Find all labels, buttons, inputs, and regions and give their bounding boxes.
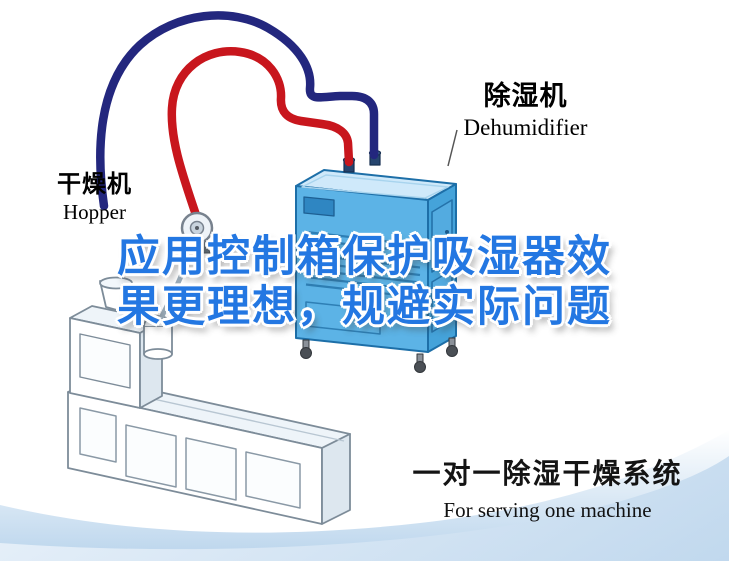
dehumidifier-label-cn: 除湿机: [483, 81, 568, 111]
control-panel: [303, 196, 335, 217]
headline: 应用控制箱保护吸湿器效 果更理想，规避实际问题: [0, 233, 729, 333]
supply-air-pipe: [167, 47, 354, 220]
hopper-label-cn: 干燥机: [57, 171, 132, 198]
vent-grille: [305, 230, 421, 299]
access-hatch: [305, 301, 381, 335]
hopper-funnel: [99, 276, 133, 313]
hopper-label-en: Hopper: [63, 200, 126, 224]
headline-line1: 应用控制箱保护吸湿器效: [117, 233, 612, 281]
side-doors: [431, 199, 453, 333]
caption-cn: 一对一除湿干燥系统: [412, 458, 683, 489]
panel-doors: [79, 407, 301, 509]
background-wave: [0, 430, 729, 561]
return-air-pipe: [96, 11, 379, 211]
dehumidifier-unit: [295, 149, 458, 373]
headline-line2: 果更理想，规避实际问题: [117, 282, 612, 331]
extruder-machine: [67, 276, 351, 525]
hopper-label: 干燥机 Hopper: [42, 164, 147, 225]
label-pointer-line: [447, 129, 458, 167]
machine-body-side: [321, 433, 351, 525]
caster-wheels: [300, 337, 458, 373]
caption-en: For serving one machine: [443, 498, 652, 522]
caption: 一对一除湿干燥系统 For serving one machine: [390, 452, 705, 523]
dehumidifier-label: 除湿机 Dehumidifier: [438, 74, 613, 141]
dehumidifier-label-en: Dehumidifier: [463, 115, 588, 140]
blower: [157, 211, 214, 323]
